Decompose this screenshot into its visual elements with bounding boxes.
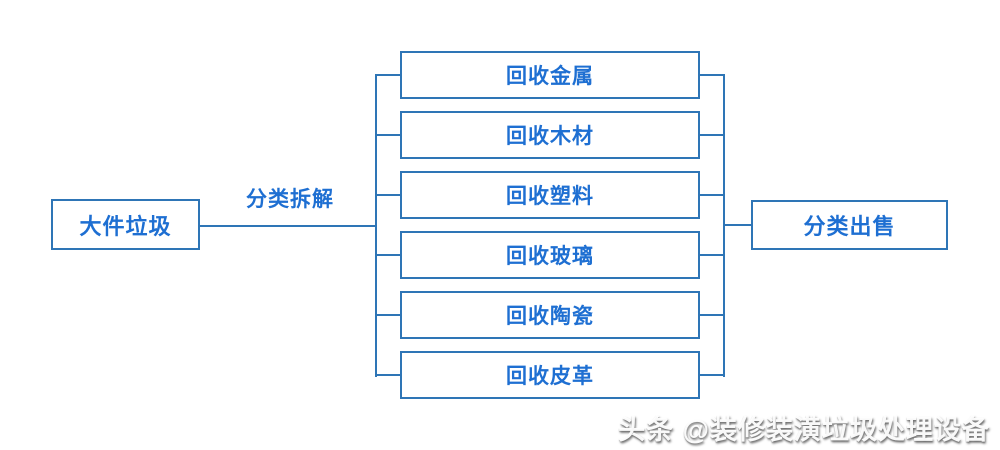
connector-stub-left bbox=[375, 374, 400, 376]
connector-stub-left bbox=[375, 194, 400, 196]
watermark-text: 头条 @装修装潢垃圾处理设备 bbox=[618, 415, 990, 445]
connector-stub-right bbox=[700, 374, 725, 376]
connector-result-line bbox=[723, 224, 751, 226]
node-recycle-wood: 回收木材 bbox=[400, 111, 700, 159]
node-sell-sorted: 分类出售 bbox=[751, 200, 948, 250]
connector-stub-right bbox=[700, 134, 725, 136]
connector-left-trunk bbox=[375, 74, 377, 377]
edge-label-dismantle: 分类拆解 bbox=[246, 188, 334, 211]
connector-stub-right bbox=[700, 314, 725, 316]
connector-stub-left bbox=[375, 134, 400, 136]
node-recycle-plastic: 回收塑料 bbox=[400, 171, 700, 219]
connector-source-line bbox=[200, 225, 375, 227]
node-recycle-ceramic: 回收陶瓷 bbox=[400, 291, 700, 339]
node-bulky-waste: 大件垃圾 bbox=[51, 199, 200, 250]
connector-stub-right bbox=[700, 194, 725, 196]
node-recycle-metal: 回收金属 bbox=[400, 51, 700, 99]
connector-stub-left bbox=[375, 314, 400, 316]
connector-stub-left bbox=[375, 74, 400, 76]
node-recycle-glass: 回收玻璃 bbox=[400, 231, 700, 279]
connector-stub-left bbox=[375, 254, 400, 256]
node-recycle-leather: 回收皮革 bbox=[400, 351, 700, 399]
connector-stub-right bbox=[700, 254, 725, 256]
connector-stub-right bbox=[700, 74, 725, 76]
